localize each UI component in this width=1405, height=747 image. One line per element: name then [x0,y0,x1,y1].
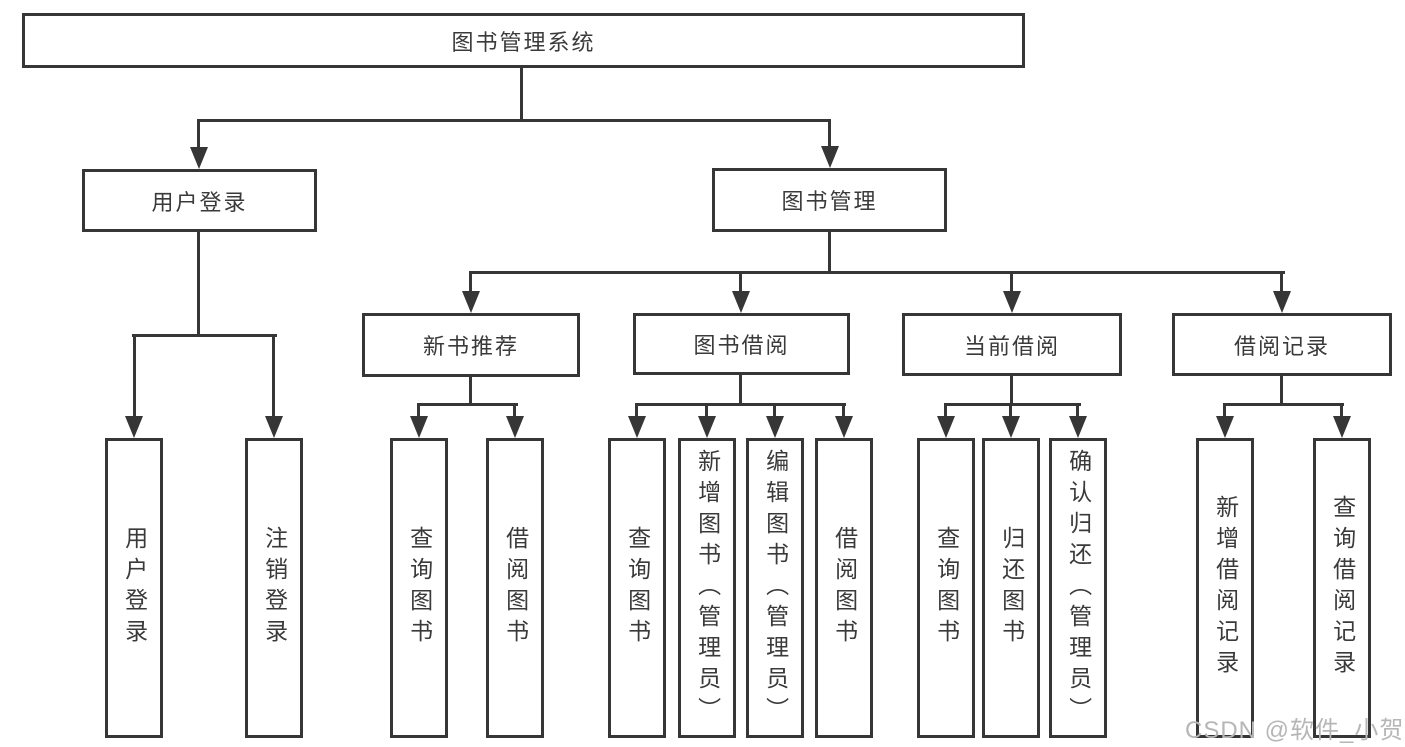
node-new-book-recommend: 新书推荐 [362,313,580,377]
leaf-bb-add-books-admin: 新增图书（管理员） [678,438,736,738]
arrowhead-cb-return-icon [1002,416,1020,438]
arrowhead-cb-confirm-icon [1069,416,1087,438]
connector-drop-new-books [469,274,472,292]
connector-drop-bb-borrow [842,406,845,417]
arrowhead-logout-icon [265,416,283,438]
leaf-nb-query-books: 查询图书 [390,438,448,738]
connector-drop-user-login [197,122,200,149]
connector-drop-nb-borrow [513,406,516,417]
leaf-bb-add-books-admin-label: 新增图书（管理员） [694,448,721,728]
connector-drop-book-mgmt [828,122,831,148]
arrowhead-nb-query-icon [410,416,428,438]
leaf-nb-borrow-books-label: 借阅图书 [502,526,529,650]
leaf-cb-confirm-return-admin-label: 确认归还（管理员） [1065,448,1092,728]
connector-drop-rec-query [1340,406,1343,417]
leaf-bb-query-books-label: 查询图书 [624,526,651,650]
arrowhead-current-icon [1003,291,1021,313]
node-borrowing-records: 借阅记录 [1172,313,1392,376]
connector-drop-login [133,337,136,417]
node-user-login-label: 用户登录 [151,189,248,215]
leaf-bb-borrow-books-label: 借阅图书 [831,526,858,650]
connector-drop-records [1280,274,1283,292]
connector-drop-cb-return [1009,406,1012,417]
connector-drop-rec-add [1223,406,1226,417]
connector-drop-bb-add [705,406,708,417]
arrowhead-bb-query-icon [628,416,646,438]
connector-records-hline [1223,403,1344,406]
connector-drop-bb-edit [773,406,776,417]
arrowhead-book-mgmt-icon [821,146,839,168]
connector-drop-borrowing [739,274,742,292]
leaf-user-login-label: 用户登录 [121,526,148,650]
csdn-watermark: CSDN @软件_小贺同学 [1185,717,1405,744]
connector-newbooks-stem [469,376,472,406]
leaf-bb-edit-books-admin-label: 编辑图书（管理员） [762,448,789,728]
connector-level1-hline [197,119,831,122]
connector-user-hline [132,334,277,337]
leaf-bb-query-books: 查询图书 [608,438,666,738]
connector-drop-logout [272,337,275,417]
leaf-bb-edit-books-admin: 编辑图书（管理员） [746,438,804,738]
connector-drop-current [1010,274,1013,292]
connector-current-stem [1010,376,1013,406]
arrowhead-new-books-icon [462,291,480,313]
node-new-book-recommend-label: 新书推荐 [422,334,519,359]
connector-newbooks-hline [417,403,518,406]
node-user-login: 用户登录 [82,169,317,232]
leaf-rec-add-record: 新增借阅记录 [1196,438,1254,738]
node-current-borrowing: 当前借阅 [902,313,1122,376]
connector-records-stem [1280,376,1283,406]
connector-drop-bb-query [635,406,638,417]
leaf-rec-query-record-label: 查询借阅记录 [1329,495,1356,681]
node-book-borrowing: 图书借阅 [633,313,850,375]
leaf-bb-borrow-books: 借阅图书 [815,438,873,738]
connector-level2-hline [469,271,1285,274]
leaf-logout: 注销登录 [245,438,303,738]
leaf-rec-add-record-label: 新增借阅记录 [1212,495,1239,681]
leaf-cb-confirm-return-admin: 确认归还（管理员） [1049,438,1107,738]
connector-borrowing-stem [739,375,742,406]
arrowhead-bb-edit-icon [766,416,784,438]
arrowhead-login-icon [125,416,143,438]
arrowhead-cb-query-icon [937,416,955,438]
node-book-management: 图书管理 [712,168,947,232]
leaf-rec-query-record: 查询借阅记录 [1313,438,1371,738]
leaf-cb-query-books-label: 查询图书 [933,526,960,650]
connector-root-stem [520,68,523,122]
connector-borrowing-hline [635,403,846,406]
leaf-nb-borrow-books: 借阅图书 [486,438,544,738]
node-book-borrowing-label: 图书借阅 [693,333,790,358]
leaf-cb-return-books-label: 归还图书 [998,526,1025,650]
node-root-label: 图书管理系统 [451,29,596,55]
arrowhead-rec-add-icon [1216,416,1234,438]
node-borrowing-records-label: 借阅记录 [1233,333,1330,359]
arrowhead-borrowing-icon [732,291,750,313]
node-root: 图书管理系统 [22,13,1025,68]
arrowhead-bb-borrow-icon [835,416,853,438]
leaf-cb-query-books: 查询图书 [917,438,975,738]
connector-user-stem [197,232,200,337]
arrowhead-bb-add-icon [698,416,716,438]
arrowhead-user-login-icon [190,147,208,169]
arrowhead-rec-query-icon [1333,416,1351,438]
leaf-logout-label: 注销登录 [261,526,288,650]
leaf-user-login: 用户登录 [105,438,163,738]
arrowhead-records-icon [1273,291,1291,313]
leaf-nb-query-books-label: 查询图书 [406,526,433,650]
connector-drop-cb-query [944,406,947,417]
node-current-borrowing-label: 当前借阅 [963,333,1060,359]
node-book-management-label: 图书管理 [781,189,878,214]
connector-book-stem [828,232,831,274]
leaf-cb-return-books: 归还图书 [982,438,1040,738]
connector-drop-nb-query [417,406,420,417]
connector-current-hline [944,403,1081,406]
connector-drop-cb-confirm [1076,406,1079,417]
arrowhead-nb-borrow-icon [506,416,524,438]
